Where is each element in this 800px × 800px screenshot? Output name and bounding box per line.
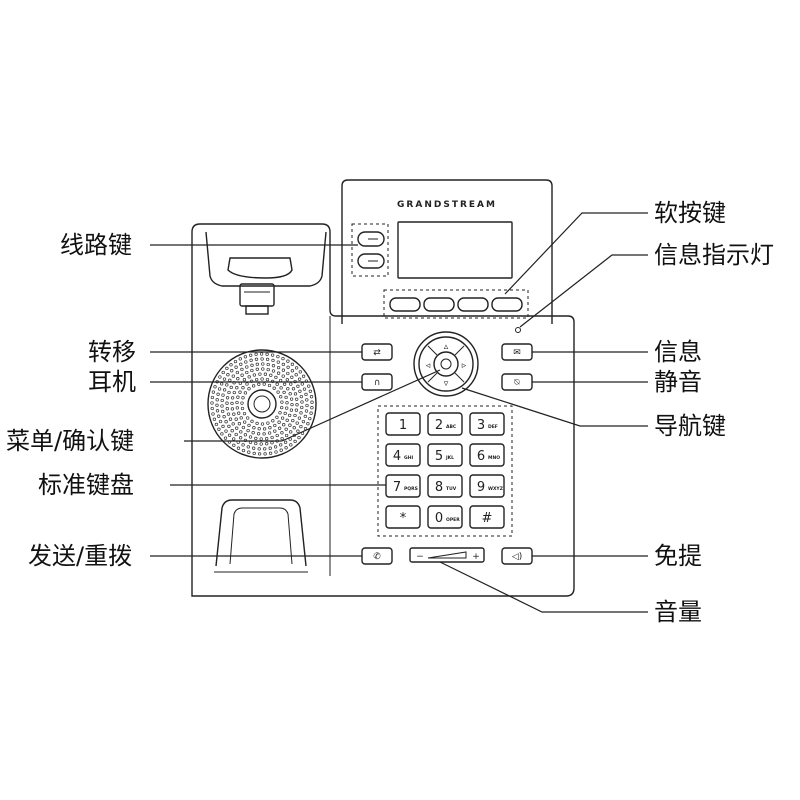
keypad-key-digit: 4 [393, 449, 401, 464]
speaker-grille [207, 349, 317, 459]
label-transfer: 转移 [88, 338, 136, 366]
hook-tab [239, 283, 275, 307]
message-led [515, 327, 521, 333]
label-mute: 静音 [654, 368, 702, 396]
label-msg-indicator: 信息指示灯 [654, 241, 774, 269]
label-volume: 音量 [654, 598, 702, 626]
headset-icon: ∩ [374, 378, 381, 388]
leader-msg-indicator [519, 254, 648, 328]
keypad-key-digit: 5 [435, 449, 443, 464]
line-key-1[interactable] [357, 231, 385, 247]
nav-left-icon: ◃ [426, 361, 431, 371]
keypad-key-digit: 3 [477, 418, 485, 433]
label-soft-keys: 软按键 [654, 199, 726, 227]
keypad-key-digit: 6 [477, 449, 485, 464]
label-nav-keys: 导航键 [654, 412, 726, 440]
label-send-redial: 发送/重拨 [28, 542, 132, 570]
leader-nav [461, 387, 648, 427]
keypad-key-letters: GHI [404, 455, 413, 461]
soft-key-4[interactable] [491, 297, 523, 312]
label-speaker: 免提 [654, 542, 702, 570]
keypad-key[interactable]: 1 [385, 412, 421, 436]
keypad-key-letters: OPER [446, 517, 460, 523]
lcd-screen [397, 221, 513, 279]
label-line-keys: 线路键 [60, 231, 132, 259]
speaker-icon: ◁) [512, 552, 522, 562]
keypad-key-digit: 9 [477, 480, 485, 495]
label-messages: 信息 [654, 338, 702, 366]
hook-tab-lower [245, 305, 269, 315]
leader-soft-keys [504, 212, 648, 295]
keypad-key-letters: DEF [488, 424, 498, 430]
label-headset: 耳机 [88, 368, 136, 396]
phone-icon: ✆ [373, 552, 381, 562]
mic-mute-icon: ⍉ [514, 378, 520, 388]
transfer-icon: ⇄ [373, 348, 381, 358]
handset-cradle [205, 231, 327, 287]
keypad-key-letters: MNO [488, 455, 500, 461]
keypad-key-digit: 1 [399, 418, 407, 433]
line-key-2[interactable] [357, 253, 385, 269]
keypad-key-letters: JKL [445, 455, 454, 461]
keypad-key-letters: TUV [446, 486, 457, 492]
hook-switch [227, 257, 293, 279]
keypad-key[interactable]: * [385, 505, 421, 529]
keypad-key-letters: PQRS [404, 486, 418, 492]
phone-base [191, 223, 575, 597]
soft-keys-box [383, 289, 529, 319]
keypad-key-letters: WXYZ [488, 486, 504, 492]
brand-logo: GRANDSTREAM [397, 200, 497, 210]
keypad-box [377, 405, 513, 537]
keypad-key-digit: 7 [393, 480, 401, 495]
volume-ramp [427, 551, 467, 559]
keypad-key-digit: * [400, 511, 407, 526]
leader-menu-ok-diag [281, 369, 441, 442]
nav-down-icon: ▿ [444, 379, 449, 389]
leader-volume [439, 561, 648, 613]
handset-rest [215, 499, 307, 567]
keypad-key-digit: # [482, 511, 493, 526]
nav-right-icon: ▹ [462, 361, 467, 371]
label-menu-ok: 菜单/确认键 [6, 427, 134, 455]
nav-up-icon: ▵ [444, 342, 449, 352]
handset-rest-inner [229, 507, 293, 565]
soft-key-1[interactable] [389, 297, 421, 312]
envelope-icon: ✉ [513, 348, 521, 358]
label-keypad: 标准键盘 [38, 471, 134, 499]
keypad-key-digit: 0 [435, 511, 443, 526]
navigation-keys[interactable]: ▵ ▿ ◃ ▹ [413, 331, 479, 397]
soft-key-3[interactable] [457, 297, 489, 312]
keypad-key-digit: 2 [435, 418, 443, 433]
keypad-key-digit: 8 [435, 480, 443, 495]
keypad-key[interactable]: # [469, 505, 505, 529]
volume-minus-icon: − [416, 552, 424, 562]
line-keys-box [351, 223, 389, 277]
ok-button[interactable] [440, 358, 452, 370]
lcd-housing: GRANDSTREAM [341, 179, 553, 324]
soft-key-2[interactable] [423, 297, 455, 312]
volume-rocker[interactable] [409, 547, 485, 563]
keypad-key-letters: ABC [446, 424, 457, 430]
volume-plus-icon: + [472, 552, 480, 562]
